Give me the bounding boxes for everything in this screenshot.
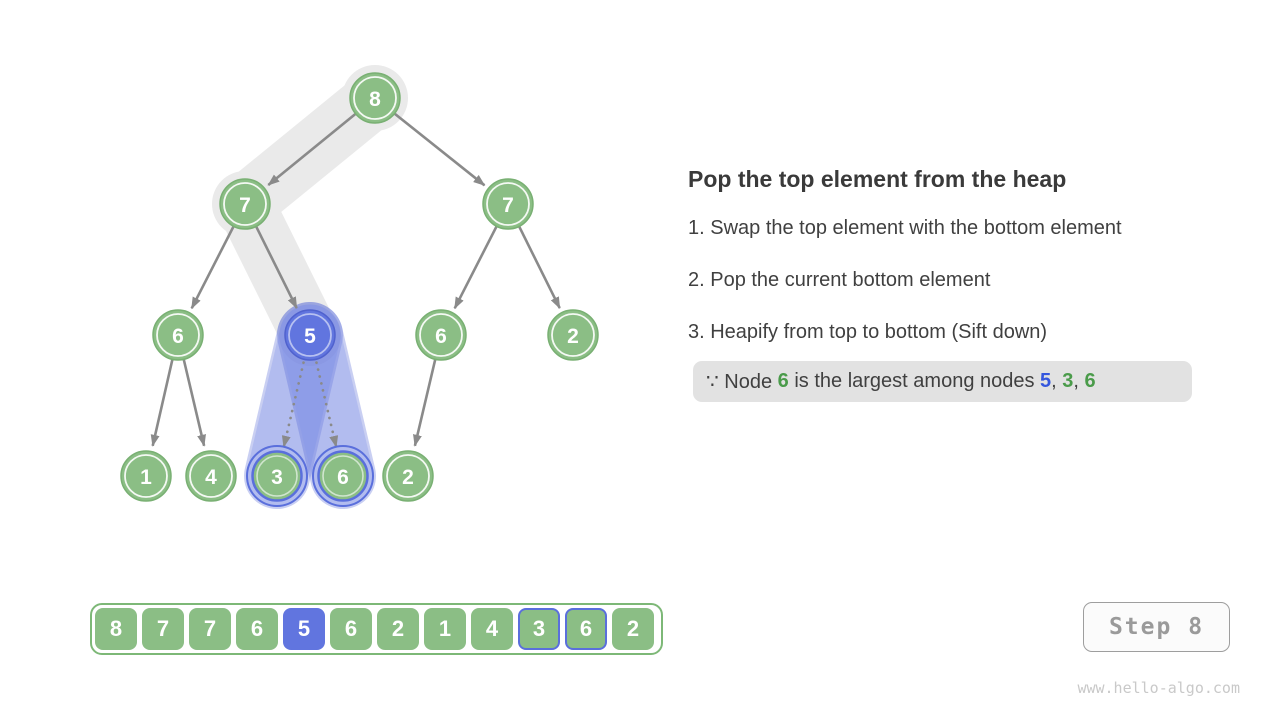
array-cell-2: 7 (189, 608, 231, 650)
note-node-5: 5 (1040, 370, 1052, 392)
array-cell-5: 6 (330, 608, 372, 650)
node-value: 5 (304, 325, 316, 348)
tree-node-3: 6 (152, 309, 204, 361)
tree-node-0: 8 (349, 72, 401, 124)
tree-node-7: 1 (120, 450, 172, 502)
note-text: , (1073, 370, 1085, 392)
array-cell-3: 6 (236, 608, 278, 650)
node-value: 7 (502, 194, 514, 217)
array-cell-10-candidate: 6 (565, 608, 607, 650)
note-node-6b: 6 (1084, 370, 1096, 392)
tree-node-1: 7 (219, 178, 271, 230)
array-cell-4-current: 5 (283, 608, 325, 650)
heap-array: 8 7 7 6 5 6 2 1 4 3 6 2 (90, 603, 663, 655)
instruction-step-1: 1. Swap the top element with the bottom … (688, 217, 1122, 239)
reason-note: ∵ Node 6 is the largest among nodes 5, 3… (693, 361, 1192, 402)
node-value: 6 (172, 325, 184, 348)
heap-tree-diagram: 8 7 7 6 5 6 2 (120, 65, 599, 509)
tree-node-6: 2 (547, 309, 599, 361)
node-value: 6 (337, 466, 349, 489)
array-cell-6: 2 (377, 608, 419, 650)
node-value: 7 (239, 194, 251, 217)
page-title: Pop the top element from the heap (688, 166, 1067, 192)
node-value: 8 (369, 88, 381, 111)
node-value: 3 (271, 466, 283, 489)
note-text: , (1051, 370, 1063, 392)
tree-node-11: 2 (382, 450, 434, 502)
node-value: 6 (435, 325, 447, 348)
tree-node-4-current: 5 (284, 309, 336, 361)
node-value: 2 (567, 325, 579, 348)
instruction-step-2: 2. Pop the current bottom element (688, 269, 991, 291)
node-value: 4 (205, 466, 217, 489)
tree-node-8: 4 (185, 450, 237, 502)
node-value: 2 (402, 466, 414, 489)
compare-dotted-arrows (281, 333, 339, 449)
tree-node-5: 6 (415, 309, 467, 361)
array-cell-11: 2 (612, 608, 654, 650)
note-text: ∵ Node (706, 371, 778, 393)
note-node-3: 3 (1062, 370, 1074, 392)
watermark: www.hello-algo.com (1077, 679, 1240, 697)
note-text: is the largest among nodes (788, 370, 1041, 392)
instruction-step-3: 3. Heapify from top to bottom (Sift down… (688, 321, 1048, 343)
tree-node-2: 7 (482, 178, 534, 230)
note-node-6: 6 (777, 370, 789, 392)
tree-node-10-candidate: 6 (312, 445, 374, 507)
array-cell-1: 7 (142, 608, 184, 650)
array-cell-0: 8 (95, 608, 137, 650)
array-cell-8: 4 (471, 608, 513, 650)
node-value: 1 (140, 466, 152, 489)
array-cell-9-candidate: 3 (518, 608, 560, 650)
step-badge: Step 8 (1083, 602, 1230, 652)
array-cell-7: 1 (424, 608, 466, 650)
tree-node-9-candidate: 3 (246, 445, 308, 507)
